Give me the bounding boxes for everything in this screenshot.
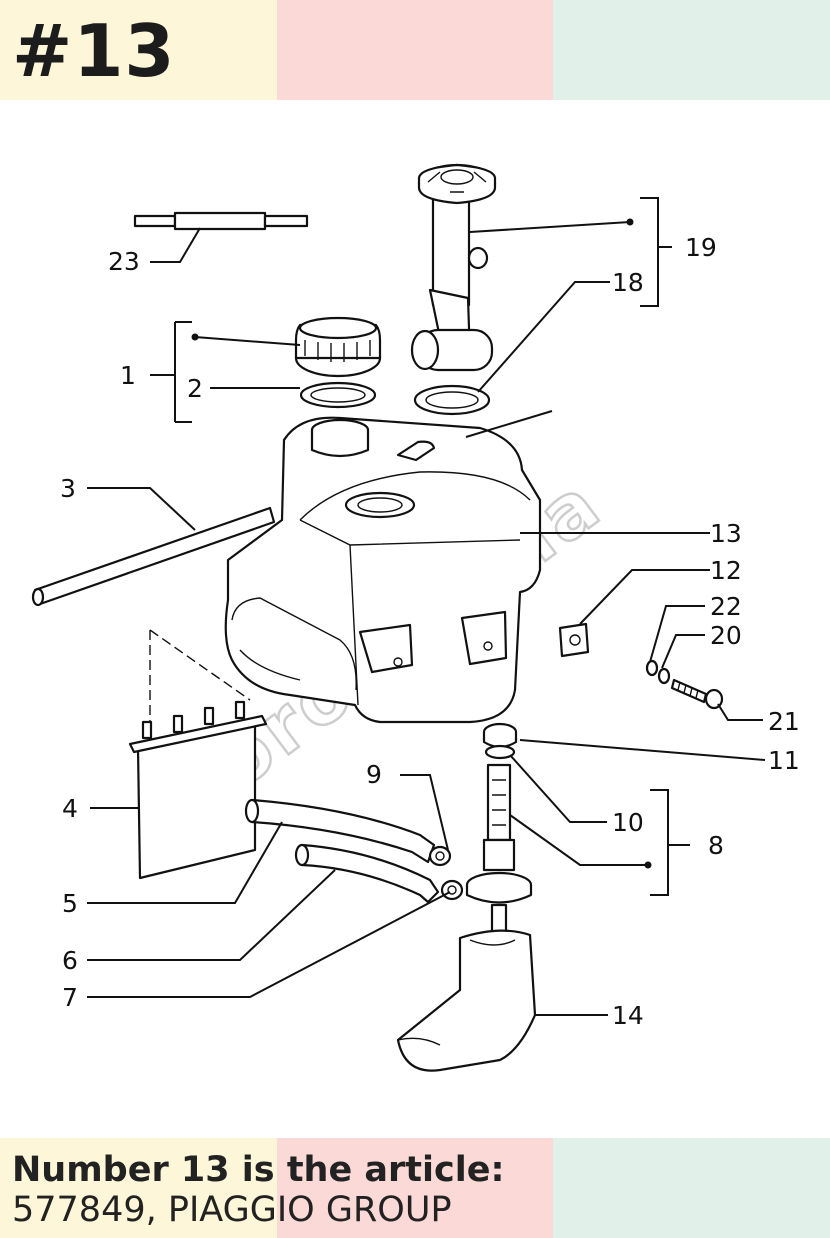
part-2-gasket: [299, 381, 377, 409]
header-band-pink: [277, 0, 553, 100]
part-14-bracket: [396, 929, 537, 1072]
part-23-washer: [645, 659, 659, 677]
part-9-clamp: [428, 845, 452, 867]
caption-band-pink: [277, 1138, 553, 1238]
callout-20: 20: [710, 621, 742, 650]
caption-article-line: Number 13 is the article:: [12, 1150, 505, 1190]
callout-13: 13: [710, 519, 742, 548]
callout-5: 5: [62, 889, 78, 918]
exploded-parts-diagram: moromurcia: [31, 163, 800, 1072]
callout-11: 11: [768, 746, 800, 775]
caption-band: [0, 1138, 830, 1238]
part-22-wire: [133, 211, 309, 231]
callout-2: 2: [187, 374, 203, 403]
header-band-yellow: [0, 0, 277, 100]
part-3-breather-pipe: [31, 506, 276, 607]
header-band: [0, 0, 830, 100]
part-11-cap-nut: [482, 722, 518, 749]
callout-21: 21: [768, 707, 800, 736]
part-6-hose: [294, 843, 440, 904]
callout-12: 12: [710, 556, 742, 585]
caption-part-number: 577849, PIAGGIO GROUP: [12, 1190, 452, 1230]
callout-7: 7: [62, 983, 78, 1012]
callout-8: 8: [708, 831, 724, 860]
callout-6: 6: [62, 946, 78, 975]
callout-19: 19: [685, 233, 717, 262]
part-18-gasket: [413, 384, 491, 416]
page-title: #13: [12, 9, 176, 93]
callout-23: 22: [710, 592, 742, 621]
callout-4: 4: [62, 794, 78, 823]
part-1-fuel-cap: [294, 316, 382, 378]
callout-10: 10: [612, 808, 644, 837]
part-8-valve: [465, 763, 533, 935]
part-4-filter: [128, 629, 268, 880]
part-12-clip-nut: [558, 622, 590, 658]
part-20-washer: [657, 667, 671, 685]
callout-9: 9: [366, 760, 382, 789]
header-band-mint: [553, 0, 830, 100]
callout-3: 3: [60, 474, 76, 503]
callout-22: 23: [108, 247, 140, 276]
callout-18: 18: [612, 268, 644, 297]
callout-labels: 23 1 2 3 19 18 13 12 22 20 21 11 9 10 8 …: [60, 233, 800, 1030]
callout-14: 14: [612, 1001, 644, 1030]
callout-1: 1: [120, 361, 136, 390]
caption-band-mint: [553, 1138, 830, 1238]
part-10-o-ring: [484, 744, 516, 760]
caption-band-yellow: [0, 1138, 277, 1238]
leader-lines: [87, 197, 766, 1016]
part-13-oil-tank: [224, 416, 542, 724]
part-21-screw: [670, 678, 724, 710]
part-7-clamp: [440, 879, 464, 901]
part-19-filler-tube: [410, 163, 497, 372]
